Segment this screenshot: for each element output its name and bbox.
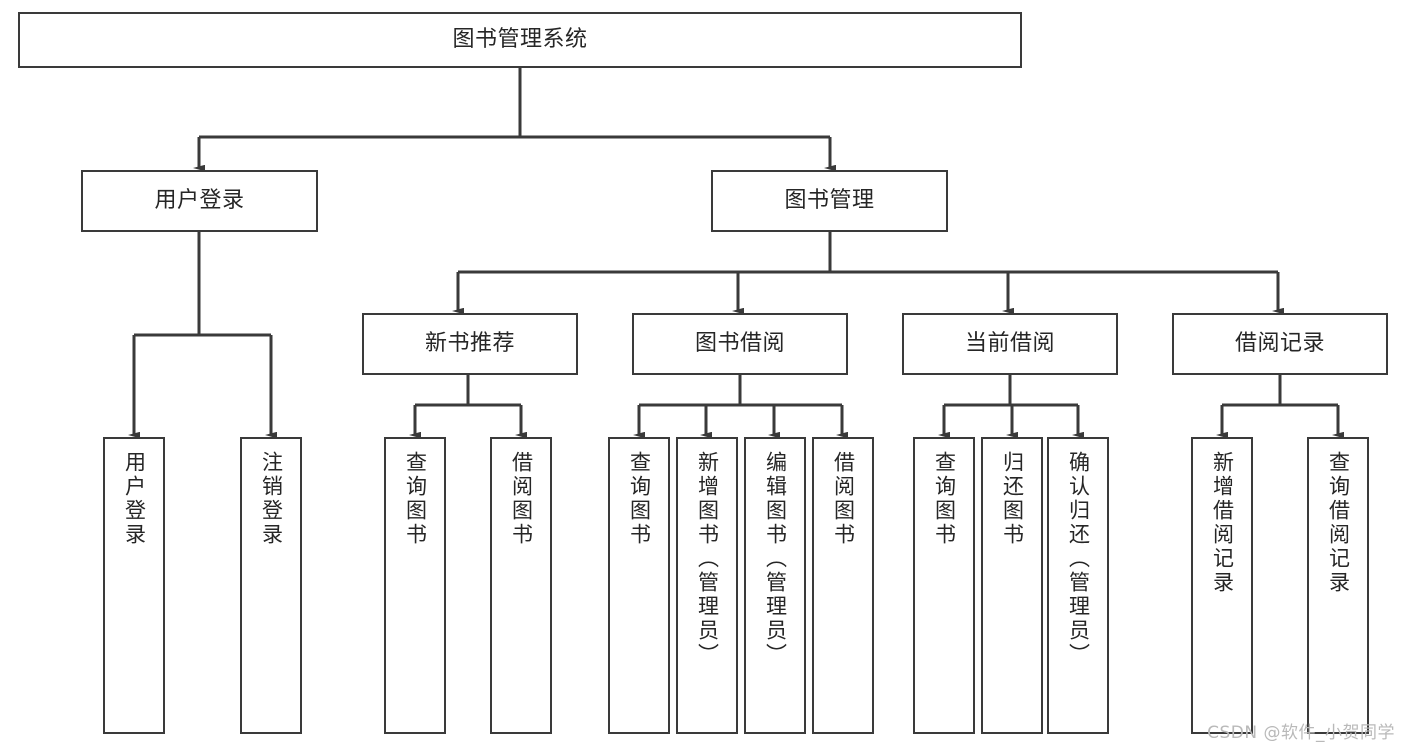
node-book-borrow-label: 图书借阅 bbox=[694, 330, 785, 356]
node-leaf-borrow-book-2[interactable]: 借阅图书 bbox=[812, 437, 874, 734]
node-root[interactable]: 图书管理系统 bbox=[18, 12, 1022, 68]
node-leaf-query-record-label: 查询借阅记录 bbox=[1326, 451, 1351, 595]
node-leaf-logout[interactable]: 注销登录 bbox=[240, 437, 302, 734]
node-root-label: 图书管理系统 bbox=[452, 26, 588, 52]
node-book-manage[interactable]: 图书管理 bbox=[711, 170, 948, 232]
node-leaf-edit-book-label: 编辑图书（管理员） bbox=[763, 451, 788, 667]
node-user-login[interactable]: 用户登录 bbox=[81, 170, 318, 232]
node-borrow-record[interactable]: 借阅记录 bbox=[1172, 313, 1388, 375]
node-leaf-add-record-label: 新增借阅记录 bbox=[1210, 451, 1235, 595]
node-borrow-record-label: 借阅记录 bbox=[1234, 330, 1325, 356]
node-leaf-query-book-2[interactable]: 查询图书 bbox=[608, 437, 670, 734]
node-current-borrow-label: 当前借阅 bbox=[964, 330, 1055, 356]
node-book-manage-label: 图书管理 bbox=[784, 187, 875, 213]
node-leaf-query-book-1-label: 查询图书 bbox=[403, 451, 428, 547]
node-leaf-return-book[interactable]: 归还图书 bbox=[981, 437, 1043, 734]
node-new-book-recommend[interactable]: 新书推荐 bbox=[362, 313, 578, 375]
node-leaf-user-login[interactable]: 用户登录 bbox=[103, 437, 165, 734]
node-leaf-query-book-1[interactable]: 查询图书 bbox=[384, 437, 446, 734]
node-leaf-return-book-label: 归还图书 bbox=[1000, 451, 1025, 547]
node-leaf-borrow-book-1-label: 借阅图书 bbox=[509, 451, 534, 547]
node-leaf-query-book-2-label: 查询图书 bbox=[627, 451, 652, 547]
node-leaf-add-book[interactable]: 新增图书（管理员） bbox=[676, 437, 738, 734]
node-leaf-borrow-book-2-label: 借阅图书 bbox=[831, 451, 856, 547]
node-leaf-borrow-book-1[interactable]: 借阅图书 bbox=[490, 437, 552, 734]
node-current-borrow[interactable]: 当前借阅 bbox=[902, 313, 1118, 375]
node-leaf-edit-book[interactable]: 编辑图书（管理员） bbox=[744, 437, 806, 734]
node-leaf-query-book-3-label: 查询图书 bbox=[932, 451, 957, 547]
node-leaf-add-book-label: 新增图书（管理员） bbox=[695, 451, 720, 667]
node-leaf-confirm-return[interactable]: 确认归还（管理员） bbox=[1047, 437, 1109, 734]
node-leaf-query-record[interactable]: 查询借阅记录 bbox=[1307, 437, 1369, 734]
node-leaf-query-book-3[interactable]: 查询图书 bbox=[913, 437, 975, 734]
node-leaf-add-record[interactable]: 新增借阅记录 bbox=[1191, 437, 1253, 734]
node-book-borrow[interactable]: 图书借阅 bbox=[632, 313, 848, 375]
node-leaf-user-login-label: 用户登录 bbox=[122, 451, 147, 547]
node-leaf-confirm-return-label: 确认归还（管理员） bbox=[1066, 451, 1091, 667]
node-user-login-label: 用户登录 bbox=[154, 187, 245, 213]
node-leaf-logout-label: 注销登录 bbox=[259, 451, 284, 547]
node-new-book-recommend-label: 新书推荐 bbox=[424, 330, 515, 356]
